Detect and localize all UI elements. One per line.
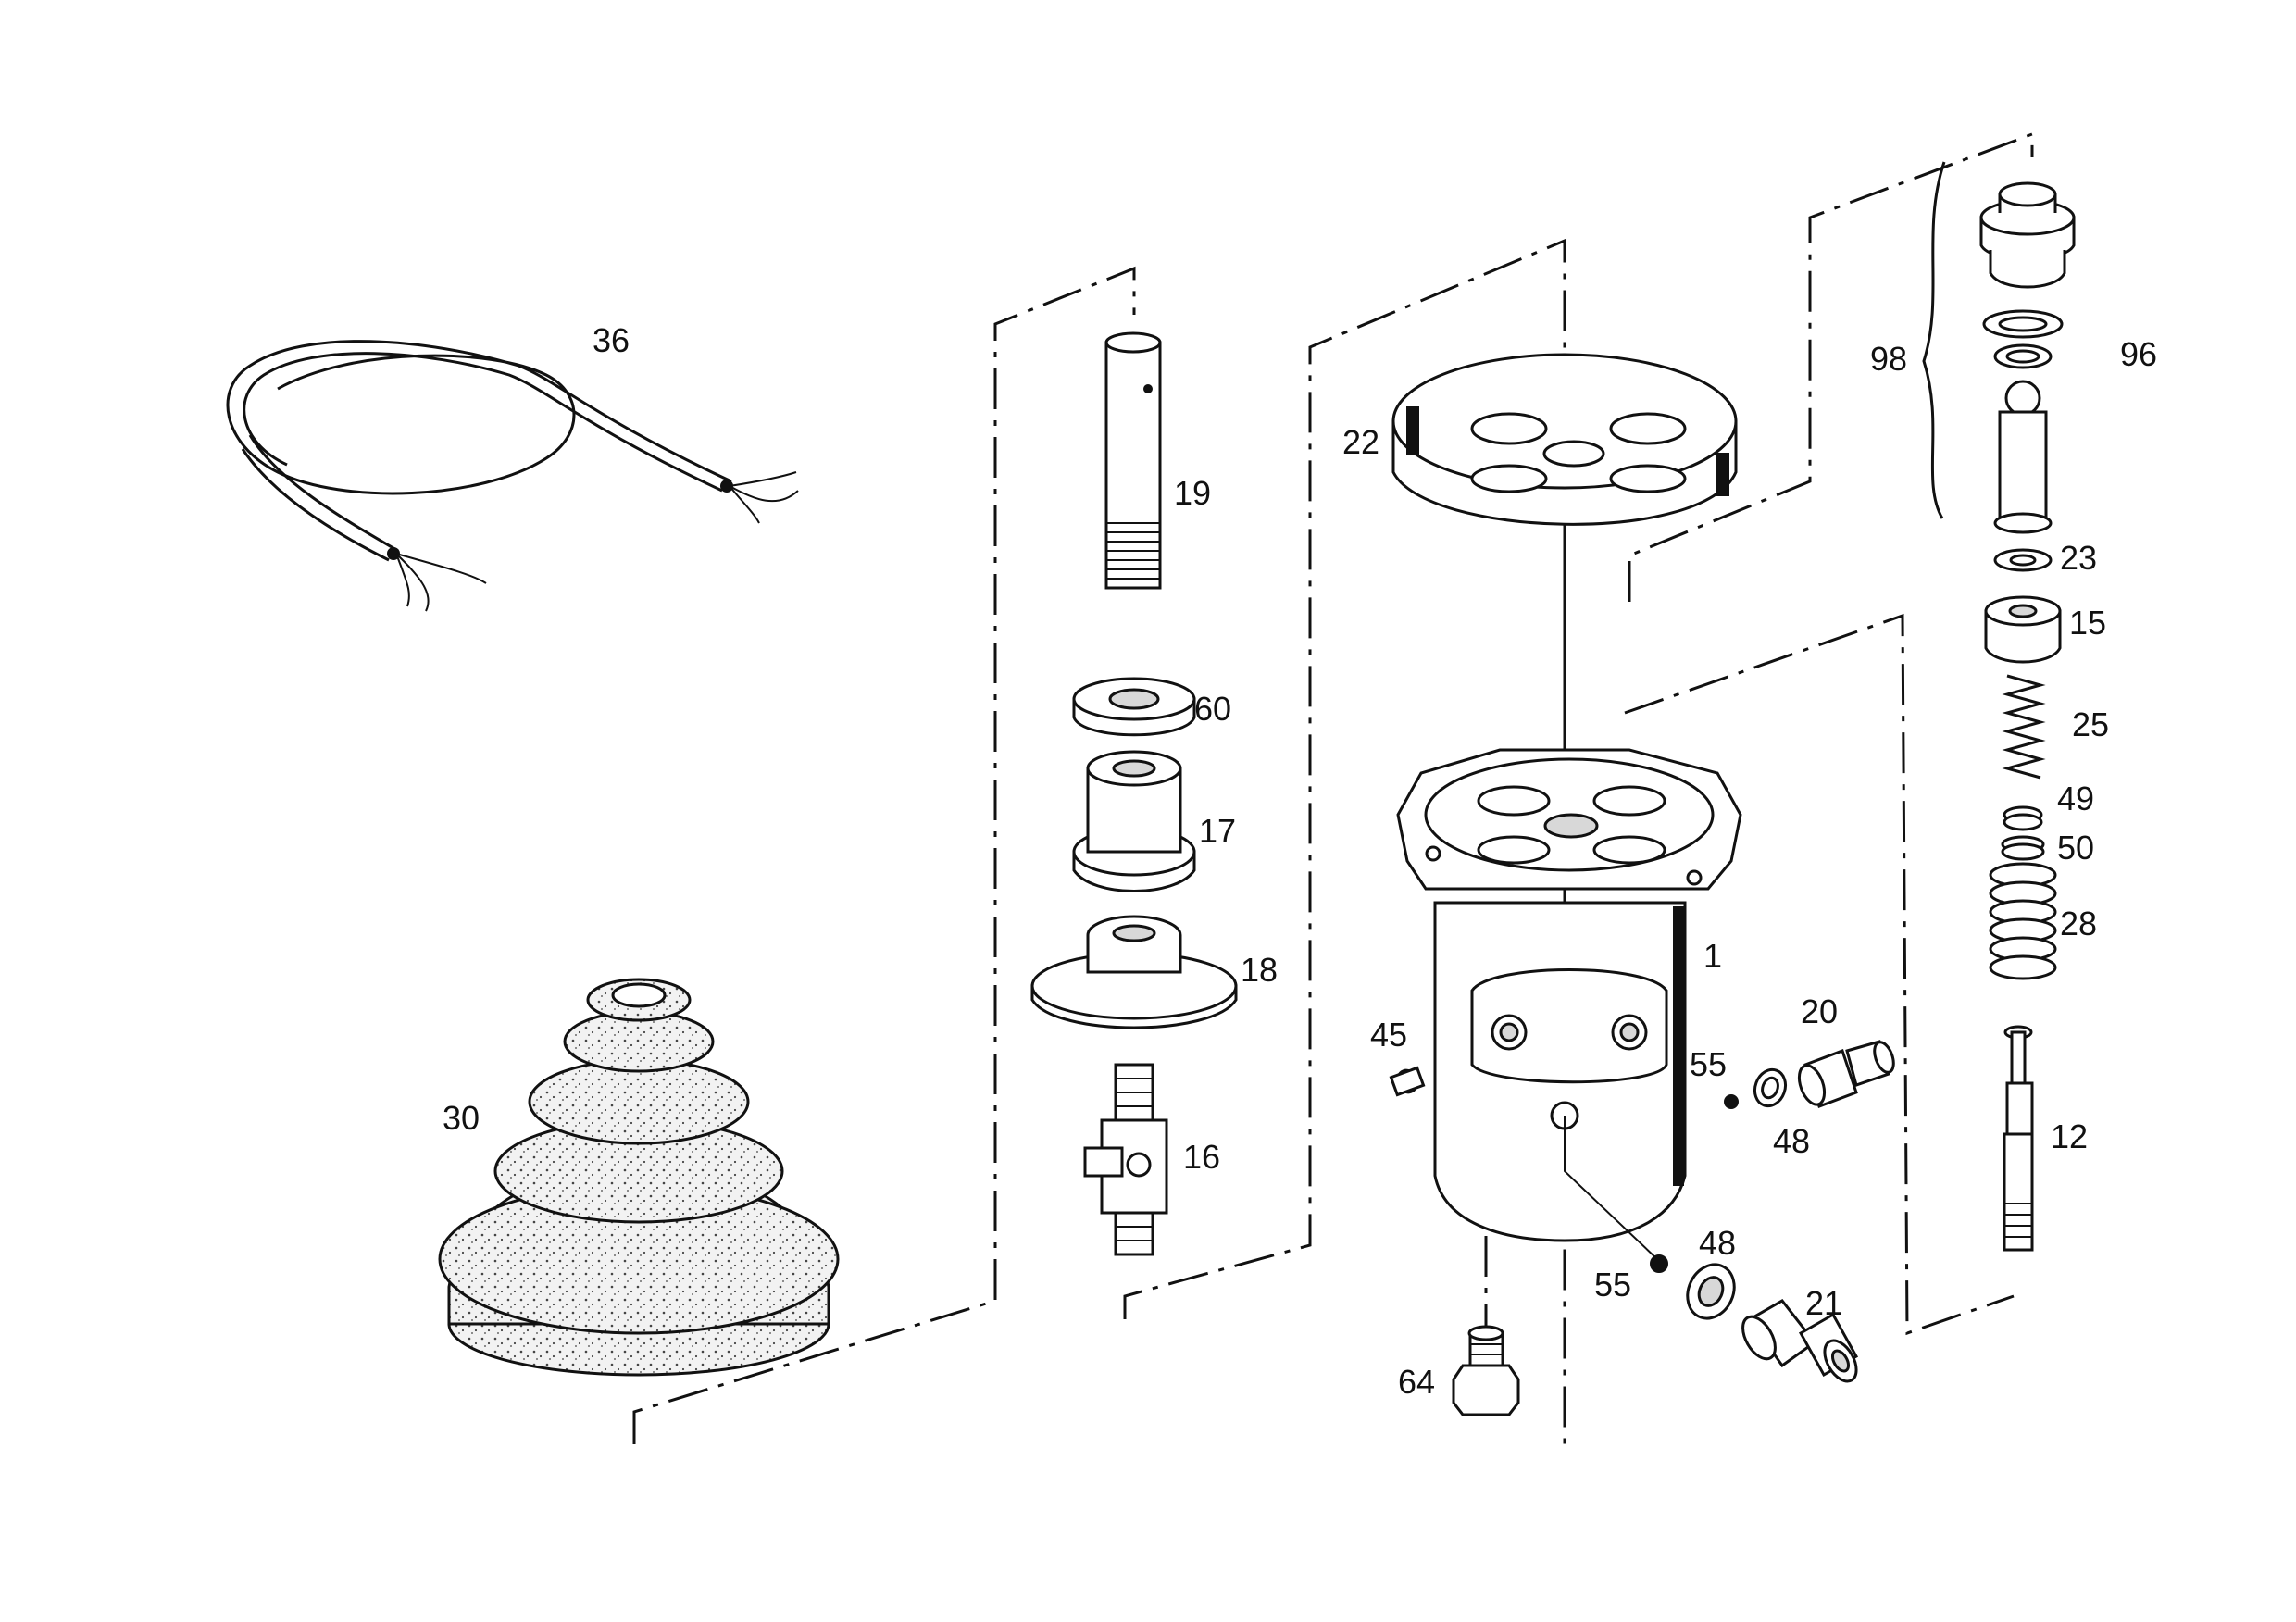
callout-48b: 48 xyxy=(1699,1224,1736,1262)
ring-part-49 xyxy=(2003,805,2043,831)
callout-36: 36 xyxy=(593,321,630,359)
callout-15: 15 xyxy=(2069,604,2106,642)
washer-part-23 xyxy=(1993,548,2053,572)
callout-50: 50 xyxy=(2057,829,2094,867)
callout-18: 18 xyxy=(1241,951,1278,989)
callout-21: 21 xyxy=(1805,1284,1842,1322)
spring-part-28 xyxy=(1989,862,2057,980)
callout-96: 96 xyxy=(2120,335,2157,373)
stem-part-12 xyxy=(2003,1025,2034,1252)
callout-48a: 48 xyxy=(1773,1122,1810,1160)
nut-part-60 xyxy=(1072,677,1196,737)
flange-part-18 xyxy=(1030,915,1238,1029)
callout-55a: 55 xyxy=(1690,1045,1727,1083)
callout-98: 98 xyxy=(1870,340,1907,378)
callout-12: 12 xyxy=(2051,1117,2088,1155)
callout-49: 49 xyxy=(2057,780,2094,817)
plug-part-21 xyxy=(1741,1299,1859,1383)
cable-part-36 xyxy=(226,340,799,612)
callout-20: 20 xyxy=(1801,992,1838,1030)
set-screw-part-45 xyxy=(1389,1066,1426,1097)
piston-part xyxy=(1993,380,2053,534)
callout-55b: 55 xyxy=(1594,1266,1631,1304)
callout-1: 1 xyxy=(1703,937,1722,975)
callout-17: 17 xyxy=(1199,812,1236,850)
brace-98 xyxy=(1922,161,1946,519)
washer-part-48a xyxy=(1753,1067,1788,1108)
housing-part-1 xyxy=(1396,748,1742,1260)
cup-part-15 xyxy=(1984,595,2062,664)
callout-64: 64 xyxy=(1398,1363,1435,1401)
callout-30: 30 xyxy=(443,1099,480,1137)
bolt-part-64 xyxy=(1452,1325,1520,1416)
valve-cap-part-96 xyxy=(1979,181,2076,289)
callout-45: 45 xyxy=(1370,1016,1407,1054)
callout-25: 25 xyxy=(2072,705,2109,743)
tube-part-19 xyxy=(1104,331,1162,590)
bushing-part-17 xyxy=(1072,750,1196,892)
ball-part-55a xyxy=(1724,1094,1739,1109)
plug-part-20 xyxy=(1797,1040,1895,1108)
ball-part-55b xyxy=(1650,1254,1668,1273)
callout-28: 28 xyxy=(2060,905,2097,942)
seal-rings xyxy=(1982,309,2064,369)
callout-22: 22 xyxy=(1342,423,1379,461)
spring-part-25 xyxy=(2002,674,2046,780)
cap-plate-part-22 xyxy=(1391,353,1738,526)
callout-16: 16 xyxy=(1183,1138,1220,1176)
assembly-dash-lines xyxy=(632,131,2034,1444)
callout-23: 23 xyxy=(2060,539,2097,577)
universal-joint-part-16 xyxy=(1083,1063,1168,1256)
rubber-boot-part-30 xyxy=(438,978,840,1377)
washer-part-48b xyxy=(1686,1263,1736,1320)
callout-19: 19 xyxy=(1174,474,1211,512)
callout-60: 60 xyxy=(1194,690,1231,728)
ring-part-50 xyxy=(2001,835,2045,861)
